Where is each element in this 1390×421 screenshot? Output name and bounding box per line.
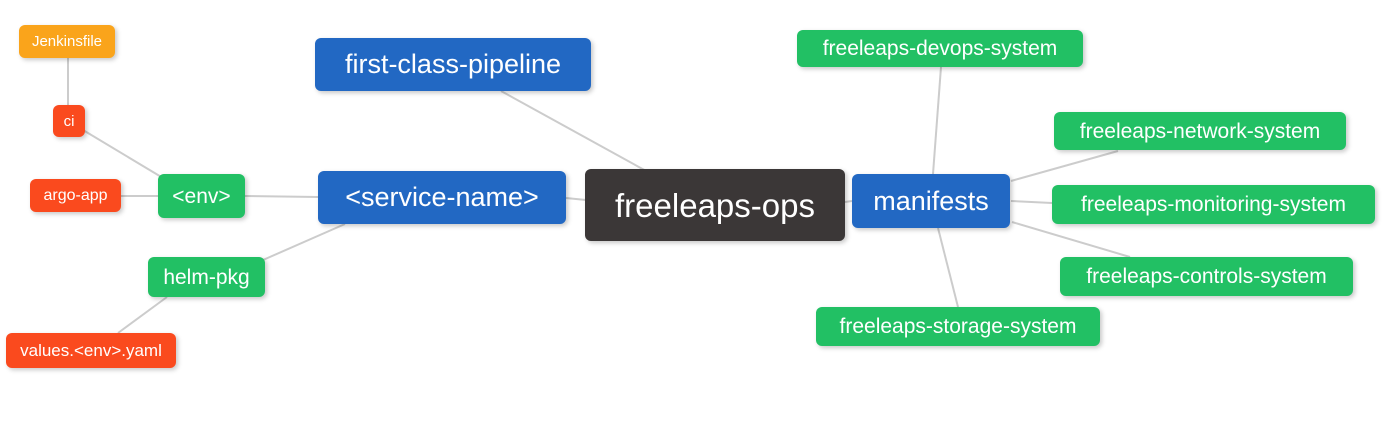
node-freeleaps-network-system[interactable]: freeleaps-network-system <box>1054 112 1346 150</box>
node-argo-app[interactable]: argo-app <box>30 179 121 212</box>
edge-service-name-to-helm-pkg <box>262 223 346 261</box>
edge-manifests-to-freeleaps-network-system <box>1010 150 1119 182</box>
node-freeleaps-devops-system[interactable]: freeleaps-devops-system <box>797 30 1083 67</box>
node-manifests[interactable]: manifests <box>852 174 1010 228</box>
node-freeleaps-controls-system[interactable]: freeleaps-controls-system <box>1060 257 1353 296</box>
node-freeleaps-storage-system[interactable]: freeleaps-storage-system <box>816 307 1100 346</box>
node-first-class-pipeline[interactable]: first-class-pipeline <box>315 38 591 91</box>
edge-ci-to-env <box>82 129 169 182</box>
edge-freeleaps-ops-to-manifests <box>844 200 853 203</box>
node-ci[interactable]: ci <box>53 105 85 137</box>
node-service-name[interactable]: <service-name> <box>318 171 566 224</box>
edge-helm-pkg-to-values-env-yaml <box>117 296 168 334</box>
node-env[interactable]: <env> <box>158 174 245 218</box>
edge-service-name-to-freeleaps-ops <box>565 197 587 201</box>
edge-first-class-pipeline-to-freeleaps-ops <box>500 90 649 173</box>
edge-manifests-to-freeleaps-storage-system <box>937 227 959 308</box>
node-freeleaps-monitoring-system[interactable]: freeleaps-monitoring-system <box>1052 185 1375 224</box>
node-values-env-yaml[interactable]: values.<env>.yaml <box>6 333 176 368</box>
edge-env-to-service-name <box>244 195 319 198</box>
node-jenkinsfile[interactable]: Jenkinsfile <box>19 25 115 58</box>
edge-manifests-to-freeleaps-monitoring-system <box>1010 200 1053 204</box>
node-helm-pkg[interactable]: helm-pkg <box>148 257 265 297</box>
node-freeleaps-ops[interactable]: freeleaps-ops <box>585 169 845 241</box>
edge-manifests-to-freeleaps-controls-system <box>1011 221 1131 258</box>
edge-manifests-to-freeleaps-devops-system <box>932 66 942 175</box>
